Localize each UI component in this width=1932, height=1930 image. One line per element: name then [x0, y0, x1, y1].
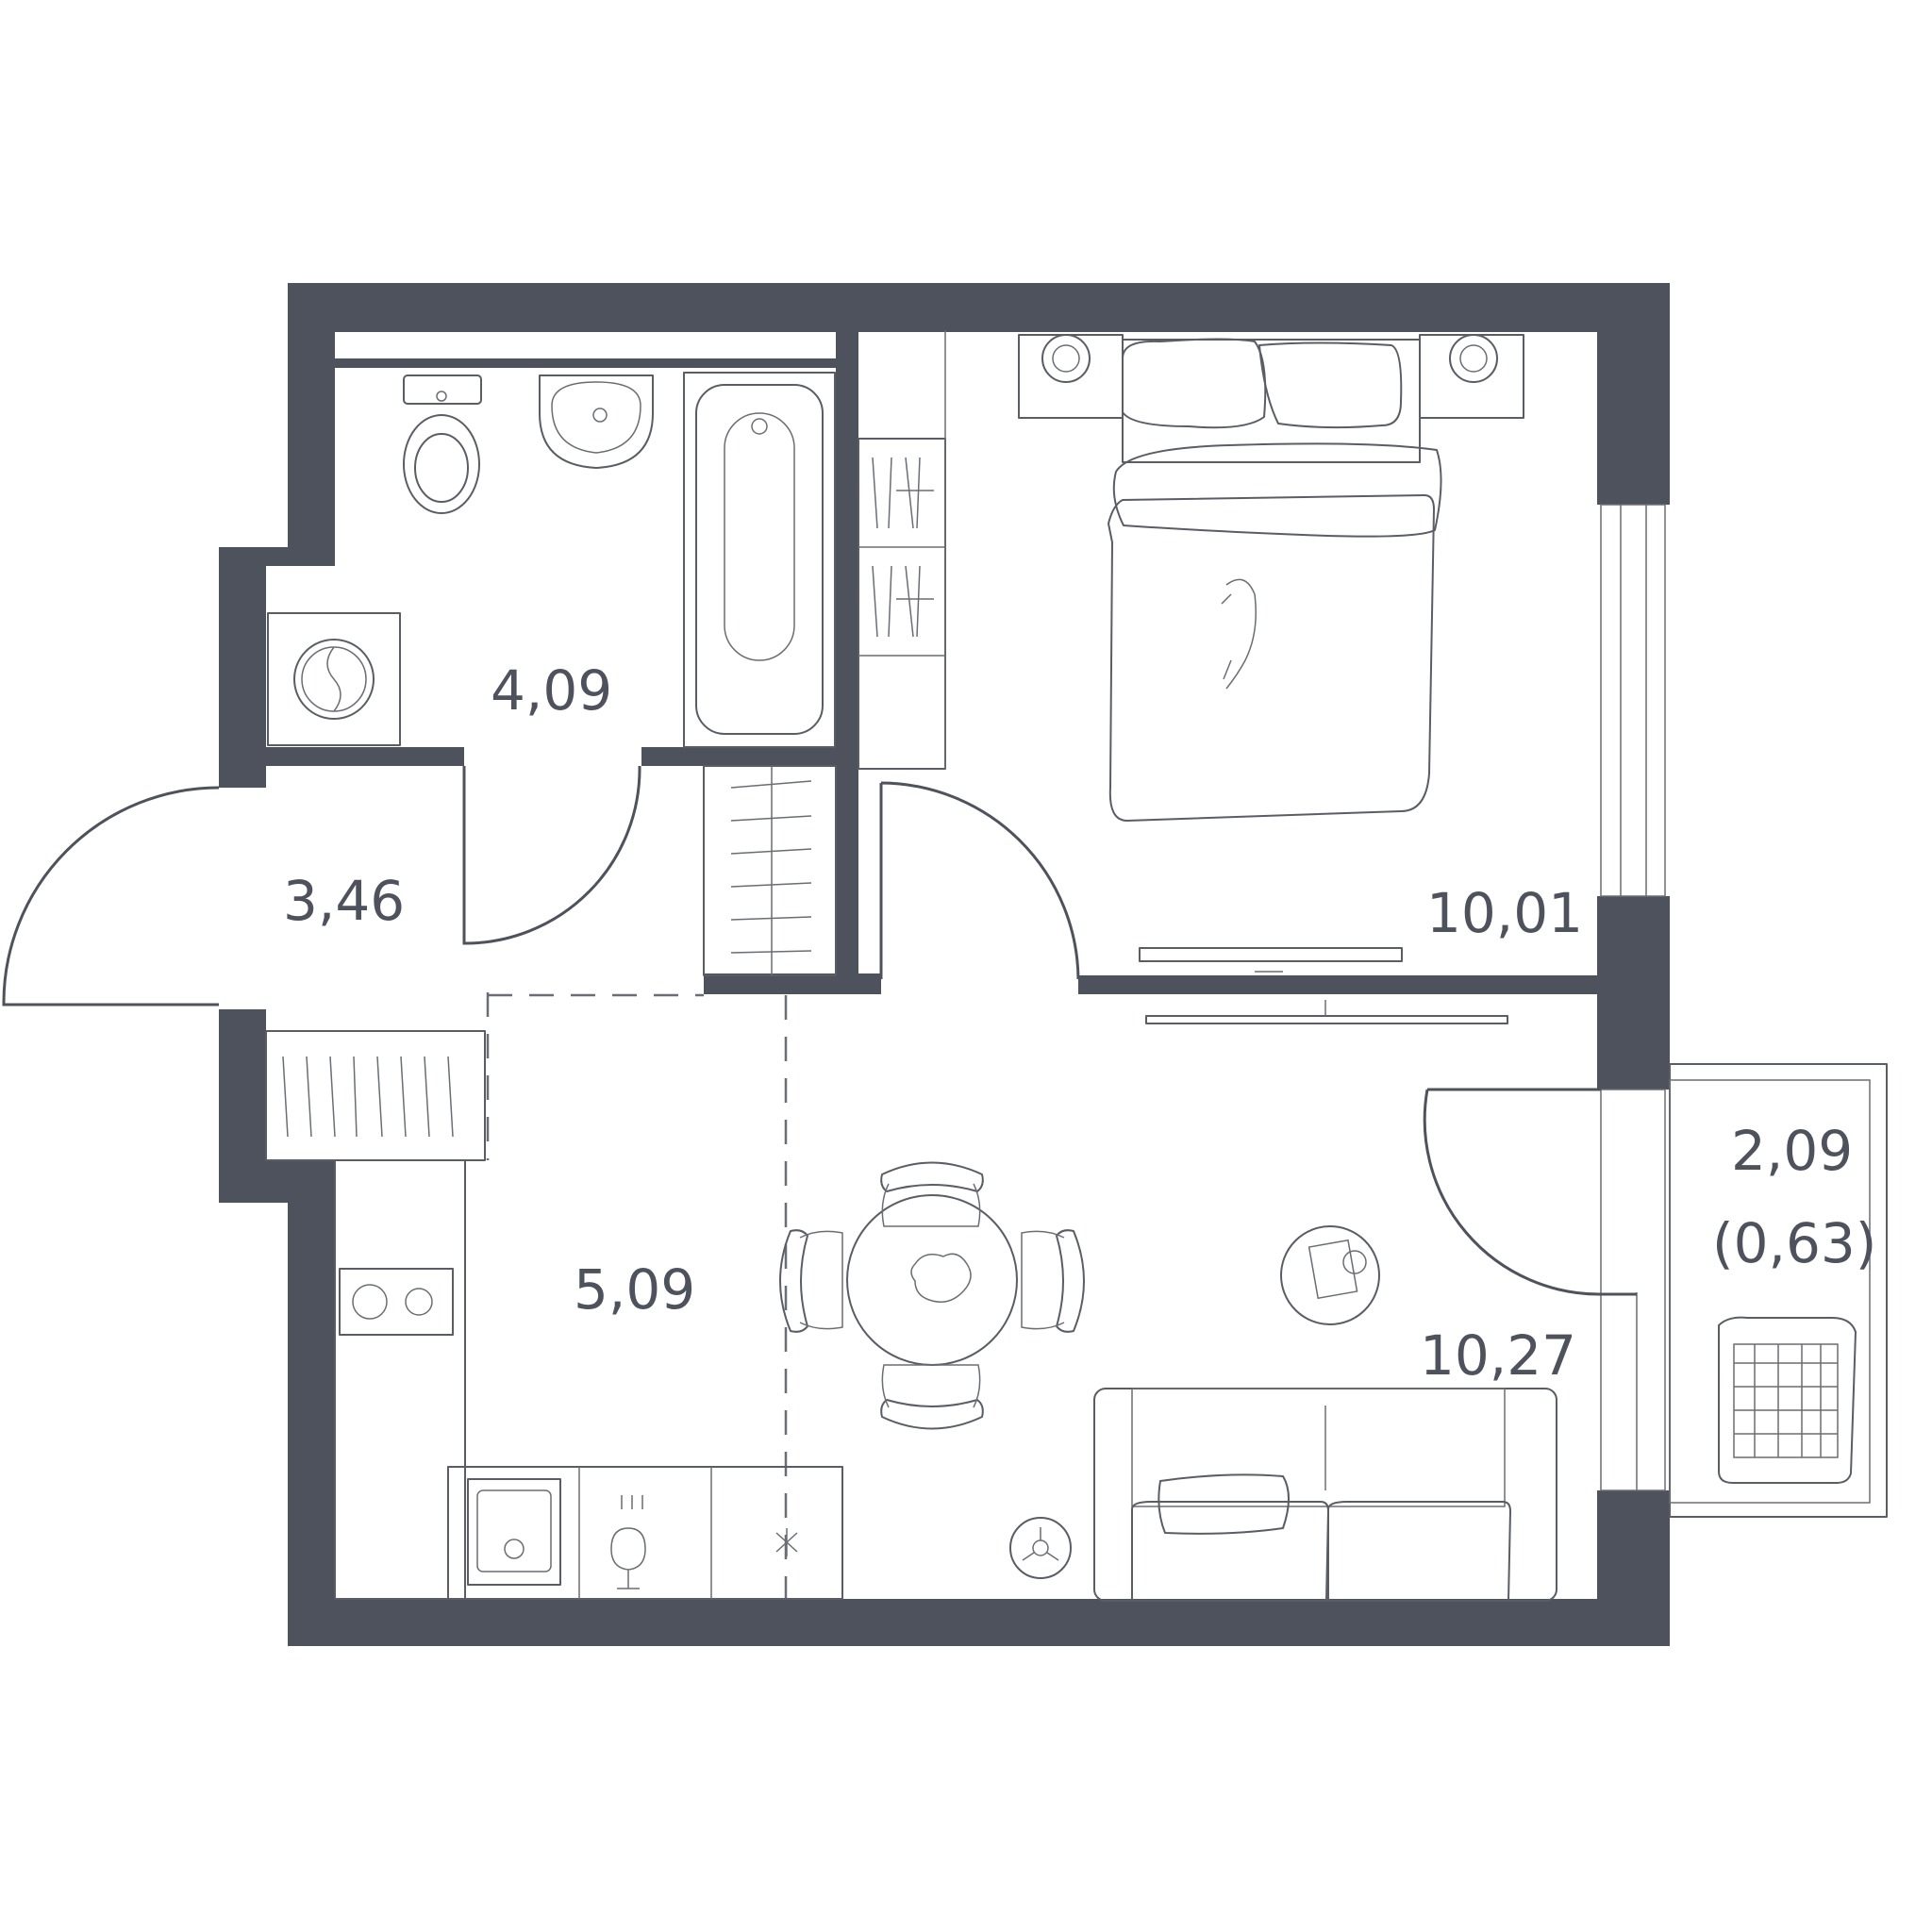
nightstand-right [1419, 334, 1524, 419]
area-bathroom: 4,09 [491, 658, 612, 723]
bathroom-furniture [267, 372, 836, 748]
blanket [1108, 494, 1435, 822]
kitchen-counter [334, 1159, 466, 1600]
windows [1600, 504, 1666, 1491]
washing-machine-icon [267, 612, 401, 746]
toilet-icon [403, 374, 482, 514]
wine-glass-icon [610, 1495, 646, 1589]
chair-right [1021, 1229, 1085, 1333]
cushion [1158, 1473, 1290, 1535]
window-bedroom [1600, 504, 1666, 897]
balcony [1669, 1063, 1888, 1518]
wall-left-lower [288, 1160, 335, 1646]
pillow-left [1122, 338, 1267, 429]
doors [2, 765, 1637, 1296]
balcony-door [1423, 1088, 1602, 1296]
coffee-table-icon [1280, 1225, 1380, 1325]
area-balcony-reduced: (0,63) [1712, 1211, 1876, 1275]
wall-bath-bottom-left [266, 747, 464, 766]
tv-bedroom [1139, 947, 1403, 962]
wall-top-ledge-left [288, 283, 618, 292]
area-kitchen: 5,09 [574, 1257, 695, 1322]
wall-closet-corner [858, 973, 881, 994]
wall-closet-bottom [704, 973, 881, 994]
kitchen-counter-bottom [447, 1466, 843, 1600]
armchair-icon [1718, 1316, 1857, 1484]
wall-bedroom-bottom [1078, 975, 1599, 994]
sink-icon [539, 374, 654, 469]
sofa-icon [1093, 1388, 1557, 1602]
area-balcony: 2,09 [1731, 1119, 1853, 1183]
closets [265, 330, 946, 1161]
wall-top-ledge-right [1332, 283, 1670, 292]
wall-bath-top-inner [335, 358, 836, 368]
closet-hall [703, 765, 837, 976]
closet-entrance [265, 1030, 486, 1161]
wall-bottom [288, 1599, 1670, 1646]
tv-living [1145, 1015, 1508, 1024]
bedroom-furniture [1018, 334, 1524, 973]
bathroom-door [462, 765, 641, 945]
area-hallway: 3,46 [283, 869, 405, 933]
area-bedroom: 10,01 [1426, 881, 1583, 945]
walls [219, 283, 1670, 1646]
window-balcony-door [1600, 1089, 1666, 1491]
bathtub-icon [683, 372, 836, 748]
bed-icon [1108, 338, 1442, 822]
floor-lamp-icon [1009, 1517, 1072, 1579]
cat-icon [1221, 578, 1257, 690]
entrance-door [2, 786, 220, 1007]
wall-bath-bedroom [836, 321, 858, 979]
bedroom-door [879, 781, 1080, 980]
nightstand-left [1018, 334, 1124, 419]
kitchen-sink-icon [467, 1478, 561, 1586]
wall-bath-bottom-right [641, 747, 858, 766]
wall-right-bottom [1597, 1490, 1670, 1646]
chair-top [880, 1161, 984, 1227]
wall-left-upper [288, 283, 335, 552]
closet-bedroom [858, 438, 946, 770]
area-labels: 4,09 3,46 10,01 5,09 10,27 2,09 (0,63) [283, 658, 1876, 1388]
living-kitchen-furniture [334, 992, 1557, 1602]
area-living-room: 10,27 [1420, 1323, 1576, 1388]
dining-table-icon [846, 1194, 1018, 1366]
cooktop-icon [339, 1268, 454, 1336]
chair-left [779, 1229, 843, 1333]
pillow-right [1258, 341, 1403, 429]
wall-right-middle [1597, 896, 1670, 1090]
chair-bottom [880, 1364, 984, 1430]
wall-left-washer [219, 547, 266, 788]
wall-right-top [1597, 283, 1670, 505]
plant-icon [775, 1528, 798, 1556]
blanket-fold [1112, 442, 1442, 538]
